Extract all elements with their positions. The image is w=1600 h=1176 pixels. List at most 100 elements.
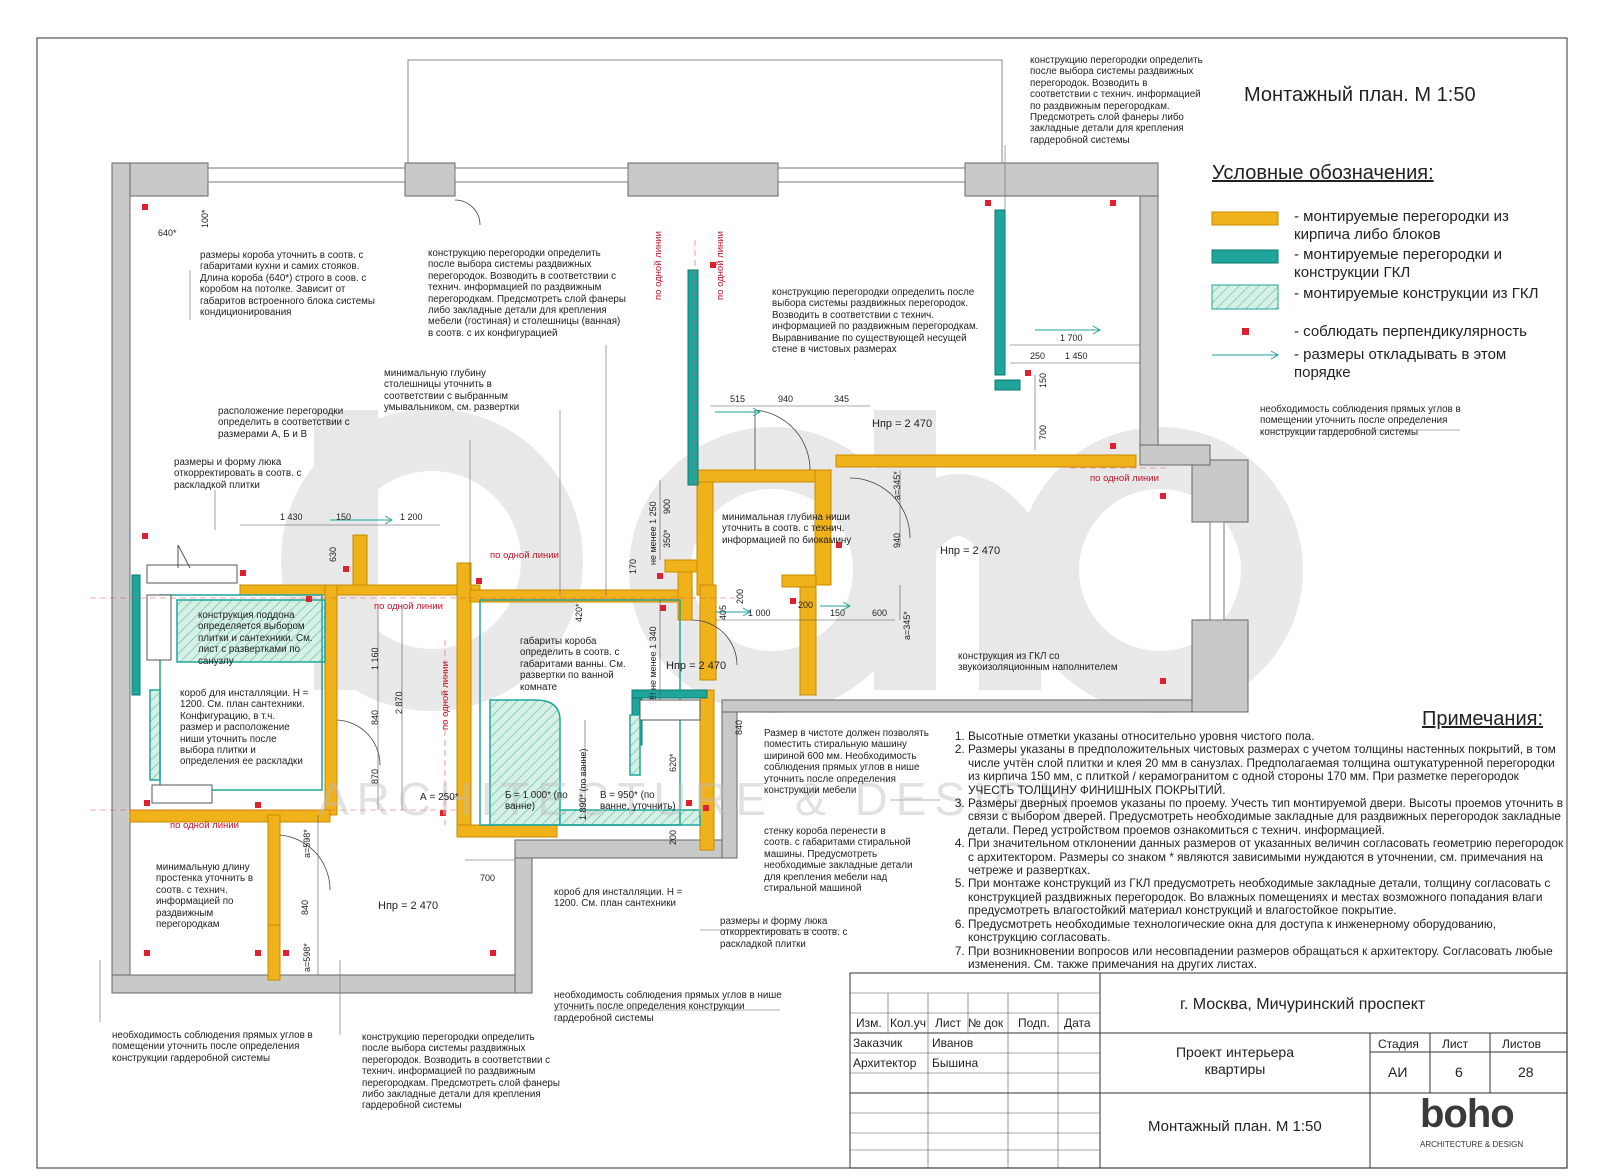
architect-name: Бышина [932, 1056, 979, 1070]
annotation-partition-length: минимальную длину простенка уточнить в с… [156, 862, 254, 931]
col-date: Дата [1064, 1016, 1091, 1030]
dim-label: a=598* [302, 829, 312, 858]
dim-label: a=345* [892, 471, 902, 500]
dim-label: 620* [668, 753, 678, 772]
dim-label: 350* [662, 529, 672, 548]
sheet-frame [36, 37, 1568, 1169]
dim-label: 940 [778, 394, 794, 404]
door-swings [279, 199, 911, 891]
dim-label: 200 [735, 588, 745, 604]
label-one-line: по одной линии [1090, 473, 1159, 484]
dim-label: a=345* [902, 611, 912, 640]
stage-label: Стадия [1378, 1037, 1419, 1051]
dim-label: 840 [734, 719, 744, 735]
note-item: При монтаже конструкций из ГКЛ предусмот… [968, 877, 1568, 917]
dim-label: 600 [872, 608, 888, 618]
col-count: Кол.уч [890, 1016, 926, 1030]
dim-label: 420* [574, 603, 584, 622]
annotation-partition-bottom: конструкцию перегородки определить после… [362, 1032, 560, 1112]
annotation-bedroom-partition: конструкцию перегородки определить после… [772, 287, 979, 356]
sheet-value: 6 [1455, 1064, 1463, 1080]
dim-label: 840 [370, 709, 380, 725]
project-address: г. Москва, Мичуринский проспект [1180, 996, 1426, 1013]
dim-label: 1 890* (по ванне) [578, 748, 588, 820]
dim-label: 250 [1030, 351, 1046, 361]
note-item: Предусмотреть необходимые технологически… [968, 917, 1568, 945]
note-item: При значительном отклонении данных разме… [968, 837, 1568, 877]
notes-title: Примечания: [1422, 708, 1544, 730]
annotation-wardrobe-right: необходимость соблюдения прямых углов в … [1260, 404, 1461, 438]
label-one-line: по одной линии [170, 820, 239, 831]
watermark-subtitle: ARCHITECTURE & DESIGN [318, 773, 1079, 825]
col-doc: № док [968, 1016, 1004, 1030]
annotation-box-wall: стенку короба перенести в соотв. с габар… [764, 826, 913, 895]
note-item: Размеры указаны в предположительных чист… [968, 743, 1568, 797]
axis-lines [90, 240, 1170, 825]
dim-label: 100* [200, 209, 210, 228]
fixtures [146, 544, 701, 804]
dim-label: 1 430 [280, 512, 303, 522]
title-block-subgrid [850, 992, 1100, 1168]
customer-name: Иванов [932, 1036, 974, 1050]
legend-swatches [1211, 211, 1280, 360]
dim-label: 150 [1038, 372, 1048, 388]
legend-item-perpendicular: - соблюдать перпендикулярность [1294, 323, 1527, 340]
height-label: Нпр = 2 470 [940, 545, 1001, 557]
outer-walls [111, 162, 1249, 994]
sheets-label: Листов [1502, 1037, 1541, 1051]
dim-label: 840 [300, 899, 310, 915]
order-arrows [330, 325, 1102, 617]
annotation-living-partition: конструкцию перегородки определить после… [428, 248, 626, 339]
perpendicular-markers [142, 200, 1166, 956]
sheets-value: 28 [1518, 1064, 1534, 1080]
col-sheet: Лист [935, 1016, 962, 1030]
col-change: Изм. [856, 1016, 882, 1030]
height-label: Нпр = 2 470 [666, 660, 727, 672]
annotation-washing-machine: Размер в чистоте должен позволять помест… [764, 728, 929, 797]
annotation-hatch-top: размеры и форму люка откорректировать в … [174, 457, 302, 491]
label-one-line-vertical: по одной линии [440, 661, 451, 730]
dim-a: А = 250* [420, 792, 459, 803]
legend-item-gkl-partitions: - монтируемые перегородки и конструкции … [1294, 246, 1503, 281]
notes-list: Высотные отметки указаны относительно ур… [950, 729, 1568, 972]
stage-value: АИ [1388, 1064, 1408, 1080]
dim-not-less-1340: !!! не менее 1 340 [648, 626, 658, 700]
annotation-angles-niche: необходимость соблюдения прямых углов в … [554, 990, 782, 1024]
annotation-bath-box: габариты короба определить в соотв. с га… [520, 636, 626, 693]
annotation-biofireplace: минимальная глубина ниши уточнить в соот… [722, 512, 852, 546]
dim-label: 170 [628, 558, 638, 574]
note-item: Размеры дверных проемов указаны по проем… [968, 796, 1568, 837]
dim-label: 700 [480, 873, 496, 883]
annotation-kitchen-box: размеры короба уточнить в соотв. с габар… [200, 250, 375, 319]
annotation-install-box-bottom: короб для инсталляции. Н = 1200. См. пла… [554, 887, 683, 910]
annotation-angles-bottom-left: необходимость соблюдения прямых углов в … [112, 1030, 313, 1064]
dim-label: 2 870 [394, 691, 404, 714]
annotation-countertop: минимальную глубину столешницы уточнить … [384, 368, 520, 414]
boho-logo: boho [1420, 1092, 1515, 1136]
col-sign: Подп. [1018, 1016, 1050, 1030]
dim-label: 515 [730, 394, 746, 404]
annotation-install-box-left: короб для инсталляции. Н = 1200. См. пла… [180, 688, 309, 768]
dim-label: 700 [1038, 424, 1048, 440]
dim-label: 150 [336, 512, 352, 522]
label-one-line-vertical: по одной линии [653, 231, 664, 300]
dim-label: 1 200 [400, 512, 423, 522]
project-name: Проект интерьера квартиры [1175, 1044, 1295, 1077]
architect-label: Архитектор [853, 1056, 917, 1070]
page-title: Монтажный план. М 1:50 [1244, 84, 1476, 106]
dim-label: 870 [370, 768, 380, 784]
note-item: При возникновении вопросов или несовпаде… [968, 944, 1568, 972]
dim-label: 150 [830, 608, 846, 618]
label-one-line: по одной линии [374, 601, 443, 612]
dim-label: 940 [892, 532, 902, 548]
dim-label: 900 [662, 498, 672, 514]
windows [207, 167, 1225, 621]
annotation-gkl-sound: конструкция из ГКЛ со звукоизоляционным … [958, 651, 1118, 674]
legend-item-brick: - монтируемые перегородки из кирпича либ… [1294, 208, 1509, 243]
note-item: Высотные отметки указаны относительно ур… [968, 729, 1568, 743]
legend-title: Условные обозначения: [1212, 162, 1434, 184]
title-block-grid [849, 972, 1568, 1169]
dim-b: Б = 1 000* (по ванне) [505, 790, 568, 813]
label-one-line-vertical: по одной линии [715, 231, 726, 300]
